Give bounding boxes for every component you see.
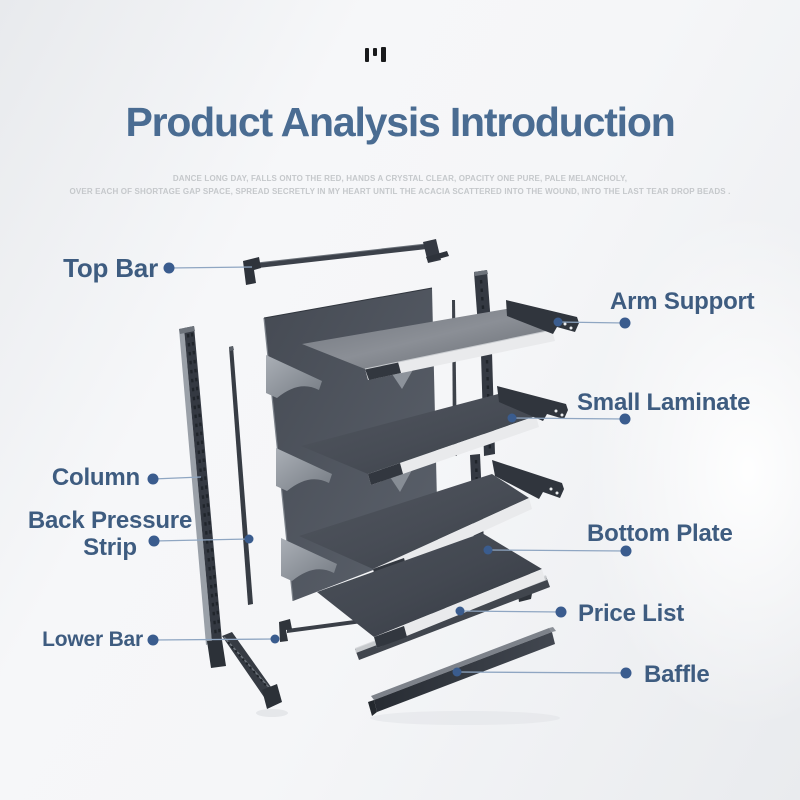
shelf-bracket-left-3 — [281, 538, 337, 581]
callout-baffle — [452, 667, 632, 679]
label-arm-support: Arm Support — [610, 288, 755, 315]
page-title: Product Analysis Introduction — [125, 99, 675, 145]
callout-arm-support — [553, 317, 631, 329]
label-lower-bar: Lower Bar — [42, 628, 143, 651]
subtitle-line-1: DANCE LONG DAY, FALLS ONTO THE RED, HAND… — [172, 174, 628, 183]
label-column: Column — [51, 464, 140, 491]
shelf-2-part — [301, 393, 539, 492]
callout-column — [147, 473, 202, 485]
callout-price-list — [455, 606, 567, 618]
triple-bar-icon — [363, 47, 389, 63]
subtitle-line-2: OVER EACH OF SHORTAGE GAP SPACE, SPREAD … — [69, 186, 731, 196]
shelf-bracket-left-1 — [266, 355, 322, 398]
arm-support-3-part — [492, 460, 564, 499]
ground-shadows — [256, 709, 560, 725]
label-back-pressure-strip: Back Pressure Strip — [27, 507, 193, 561]
callout-small-laminate — [507, 413, 631, 425]
back-pressure-strip-part — [229, 346, 253, 605]
label-small-laminate: Small Laminate — [577, 389, 751, 416]
callout-top-bar — [163, 262, 253, 274]
callout-bottom-plate — [483, 545, 632, 557]
label-top-bar: Top Bar — [63, 253, 158, 283]
label-bottom-plate: Bottom Plate — [587, 520, 733, 547]
top-bar-part — [243, 239, 449, 285]
callouts — [147, 262, 632, 679]
column-part — [179, 326, 282, 709]
arm-support-2-part — [497, 386, 568, 421]
shelf-bracket-left-2 — [276, 448, 332, 491]
callout-back-pressure-strip — [148, 534, 254, 547]
shelf-1-part — [302, 308, 555, 389]
label-price-list: Price List — [578, 600, 685, 627]
label-baffle: Baffle — [644, 661, 710, 688]
callout-lower-bar — [147, 634, 280, 646]
page-subtitle: DANCE LONG DAY, FALLS ONTO THE RED, HAND… — [20, 173, 780, 198]
